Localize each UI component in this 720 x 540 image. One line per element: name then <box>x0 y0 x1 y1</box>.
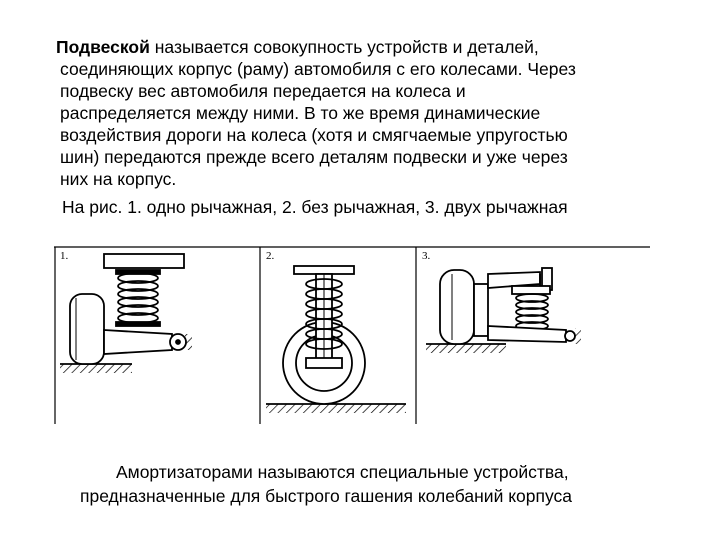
lower-pivot-3 <box>564 330 576 342</box>
ground-hatch-3 <box>426 344 506 353</box>
intro-line-0: Подвеской называется совокупность устрой… <box>56 36 676 58</box>
bottom-line-2: предназначенные для быстрого гашения кол… <box>80 486 573 506</box>
body-plate-2 <box>293 265 355 275</box>
suspension-figure: 1. 2. <box>54 246 650 424</box>
panel-label-1: 1. <box>60 250 69 262</box>
panel-label-3: 3. <box>422 250 431 262</box>
intro-line-1: соединяющих корпус (раму) автомобиля с е… <box>60 59 576 79</box>
panel-1-single-lever <box>60 253 192 373</box>
panel-label-2: 2. <box>266 250 275 262</box>
intro-line-4: воздействия дороги на колеса (хотя и смя… <box>60 125 568 145</box>
spring-1 <box>117 272 159 324</box>
intro-paragraph: Подвеской называется совокупность устрой… <box>56 36 676 190</box>
figure-caption: На рис. 1. одно рычажная, 2. без рычажна… <box>62 197 568 217</box>
lever-arm-1 <box>103 329 173 355</box>
spring-3 <box>515 293 549 331</box>
intro-line-2: подвеску вес автомобиля передается на ко… <box>60 81 466 101</box>
ground-hatch-1 <box>60 364 132 373</box>
body-bracket-1 <box>103 253 185 269</box>
panel-3-double-lever <box>426 267 581 353</box>
shock-absorber-definition: Амортизаторами называются специальные ус… <box>80 460 680 508</box>
mount-hatch-1 <box>185 334 192 350</box>
intro-line-3: распределяется между ними. В то же время… <box>60 103 541 123</box>
knuckle-3 <box>473 283 489 337</box>
lower-mount-3 <box>575 328 581 344</box>
lower-lever-3 <box>487 325 567 343</box>
suspension-drawings: 1. 2. <box>54 246 650 424</box>
term-suspension: Подвеской <box>56 37 150 57</box>
spring-top-plate-3 <box>511 285 551 295</box>
bottom-line-1: Амортизаторами называются специальные ус… <box>116 462 569 482</box>
wheel-1 <box>69 293 105 365</box>
intro-line-0-rest: называется совокупность устройств и дета… <box>149 37 539 57</box>
panel-2-no-lever <box>266 265 406 413</box>
intro-line-6: них на корпус. <box>60 169 177 189</box>
intro-line-5: шин) передаются прежде всего деталям под… <box>60 147 568 167</box>
wheel-3 <box>439 269 475 345</box>
spring-2 <box>305 278 343 350</box>
ground-hatch-2 <box>266 404 406 413</box>
